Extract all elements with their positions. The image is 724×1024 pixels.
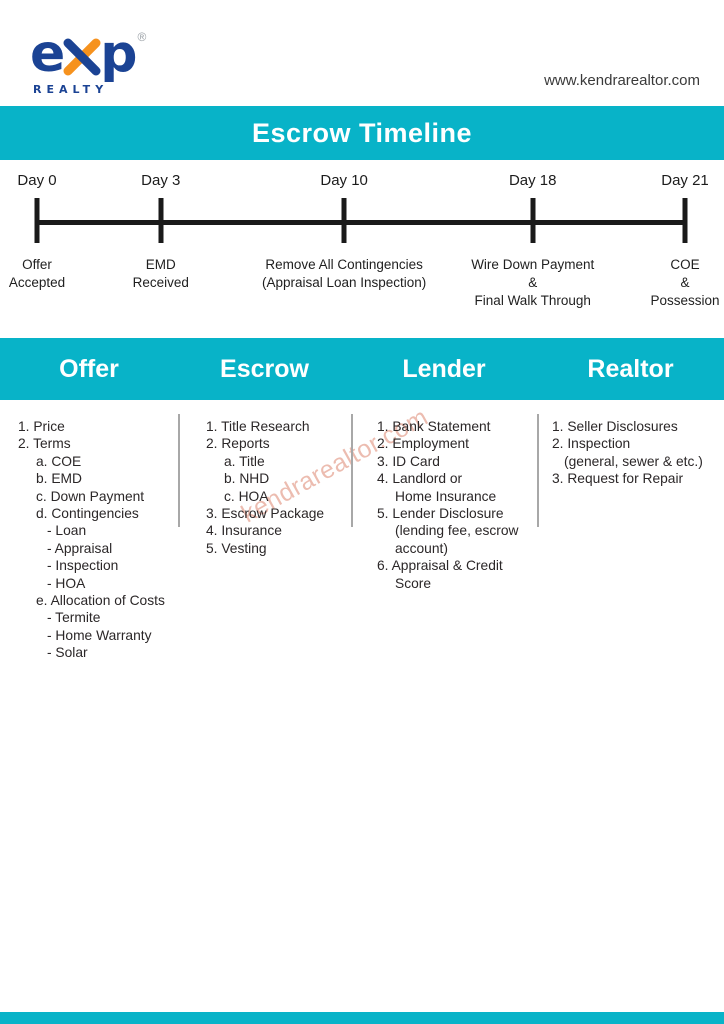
milestone-caption: EMD Received (132, 257, 189, 290)
list-item: 4. Landlord or (377, 471, 463, 487)
list-item: 5. Lender Disclosure (377, 506, 504, 522)
list-item: 3. ID Card (377, 453, 440, 469)
column-divider (178, 414, 180, 527)
list-item: - Solar (47, 645, 88, 661)
list-item: e. Allocation of Costs (36, 593, 165, 609)
columns-banner: Offer Escrow Lender Realtor (0, 338, 724, 400)
milestone-caption: COE & Possession (650, 257, 720, 308)
list-item: 1. Price (18, 419, 65, 434)
timeline: Day 0 Offer Accepted Day 3 EMD Received … (9, 172, 720, 317)
day-label: Day 18 (508, 172, 557, 189)
list-item: - Appraisal (47, 540, 113, 556)
column-header-lender: Lender (402, 354, 486, 383)
list-item: - Termite (47, 610, 101, 626)
day-label: Day 0 (17, 172, 57, 189)
list-item: a. Title (224, 453, 265, 469)
exp-realty-logo: e p ® REALTY (30, 28, 146, 96)
tick-mark (530, 198, 536, 243)
column-realtor-list: 1. Seller Disclosures 2. Inspection(gener… (537, 418, 724, 662)
list-item: 3. Escrow Package (206, 506, 325, 522)
tick-mark (682, 198, 688, 243)
title-banner: Escrow Timeline (0, 106, 724, 160)
list-item: b. EMD (36, 471, 82, 487)
list-item: b. NHD (224, 471, 270, 487)
list-item: 1. Title Research (206, 419, 310, 434)
milestone-caption: Remove All Contingencies (Appraisal Loan… (261, 257, 427, 290)
list-item: Score (395, 575, 432, 591)
list-item: Home Insurance (395, 488, 497, 504)
day-label: Day 21 (661, 172, 709, 189)
tick-mark (341, 198, 347, 243)
list-item: 4. Insurance (206, 523, 282, 539)
list-item: - Inspection (47, 558, 119, 574)
logo-realty-text: REALTY (33, 83, 109, 96)
list-item: account) (395, 540, 448, 556)
list-item: 2. Employment (377, 436, 470, 452)
list-item: - Home Warranty (47, 627, 152, 643)
list-item: - HOA (47, 575, 86, 591)
list-item: (lending fee, escrow (395, 523, 519, 539)
list-item: - Loan (47, 523, 87, 539)
list-item: a. COE (36, 453, 82, 469)
timeline-line (37, 220, 685, 225)
list-item: c. HOA (224, 488, 269, 504)
list-item: 2. Reports (206, 436, 270, 452)
column-header-escrow: Escrow (220, 354, 309, 383)
page-title: Escrow Timeline (251, 117, 473, 148)
list-item: 1. Bank Statement (377, 419, 491, 434)
milestone-caption: Wire Down Payment & Final Walk Through (471, 257, 595, 308)
logo-x-icon (63, 38, 101, 76)
column-divider (351, 414, 353, 527)
column-divider (537, 414, 539, 527)
list-item: 5. Vesting (206, 540, 267, 556)
list-item: 3. Request for Repair (552, 471, 684, 487)
list-item: 2. Terms (18, 436, 71, 452)
tick-mark (34, 198, 40, 243)
day-label: Day 10 (320, 172, 368, 189)
logo-letter-p: p (100, 24, 137, 84)
list-item: (general, sewer & etc.) (564, 453, 703, 469)
column-header-offer: Offer (59, 354, 119, 383)
logo-letter-e: e (30, 24, 65, 84)
list-item: 2. Inspection (552, 436, 631, 452)
column-header-realtor: Realtor (587, 354, 674, 383)
logo-row: e p ® (30, 28, 146, 80)
list-item: 1. Seller Disclosures (552, 419, 678, 434)
list-item: 6. Appraisal & Credit (377, 558, 503, 574)
tick-mark (158, 198, 164, 243)
list-item: d. Contingencies (36, 506, 139, 522)
registered-trademark-icon: ® (137, 30, 147, 44)
day-label: Day 3 (141, 172, 181, 189)
milestone-caption: Offer Accepted (8, 257, 66, 290)
list-item: c. Down Payment (36, 488, 145, 504)
website-url: www.kendrarealtor.com (544, 72, 700, 89)
footer-bar (0, 1012, 724, 1024)
